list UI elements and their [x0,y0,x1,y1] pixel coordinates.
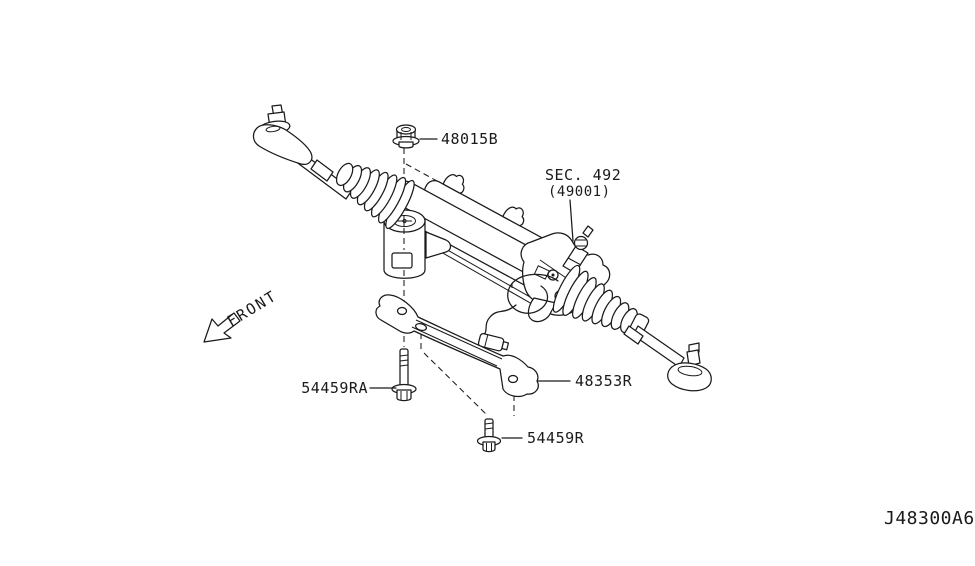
bracket-hole-rear [507,374,519,384]
label-48015B[interactable]: 48015B [441,130,498,148]
ball-stud-base-right [686,349,701,367]
valve-lower-lug [527,297,557,323]
bushing-slot [391,252,413,269]
bracket-hole-front [396,306,408,316]
bolt-rear-head-facets [486,443,492,451]
boot-rib [335,162,354,187]
socket-inner-left [265,125,281,133]
tie-rod-end-body-left [252,124,313,166]
label-sec-492[interactable]: SEC. 492 [545,166,621,184]
front-label: FRONT [224,287,281,331]
left-rod-collar [310,159,334,182]
nut-facets [400,132,412,140]
rack-housing [387,174,562,306]
input-shaft-nub [582,225,594,238]
harness-tail [482,304,517,337]
right-inner-tie-rod [623,325,685,368]
right-rod-collar [623,325,644,345]
harness-loop [507,273,559,314]
bushing-center-cross [397,215,412,227]
front-arrow-icon [203,312,241,343]
leader-section [569,199,574,242]
bolt-front-threads [399,354,409,367]
valve-plate [533,265,550,280]
right-tie-rod-end [667,342,712,392]
input-shaft-ring [567,257,582,266]
bushing-wing [425,231,452,259]
phantom-seg-c2 [423,352,487,415]
bracket-fold-lines [411,319,503,367]
label-48353R[interactable]: 48353R [575,372,633,390]
mount-ear-right [502,206,525,227]
bolt-54459RA [391,348,417,402]
bracket-slot [414,322,428,332]
input-shaft-ball [573,235,589,251]
boot-rib [363,171,389,212]
mounting-bracket [375,294,539,398]
nut-flange-skirt [398,141,414,149]
wire-harness [477,273,559,352]
bolt-rear-head [482,441,496,453]
boot-rib [342,164,363,193]
bolt-front-head-facets [400,391,408,400]
label-54459RA[interactable]: 54459RA [301,379,368,397]
tie-rod-end-body-right [667,362,712,392]
leader-lines [369,138,574,439]
left-tie-rod-end [252,104,313,166]
mount-ear-left [442,174,465,194]
bolt-front-head [396,389,412,402]
front-direction-marker: FRONT [203,287,281,343]
nut-48015B [392,124,420,149]
label-49001[interactable]: (49001) [548,184,611,200]
bolt-54459R [476,418,502,453]
ball-facets [575,239,587,247]
bushing-center-dot [402,218,407,224]
drawing-code: J48300A6 [884,508,975,529]
connector-seam [484,334,489,348]
harness-connector [477,333,510,352]
nut-bore [401,127,411,132]
socket-inner-right [677,365,703,377]
connector-tab [501,341,510,351]
label-54459R[interactable]: 54459R [527,429,585,447]
bolt-rear-threads [484,422,494,430]
nut-top [395,124,417,135]
valve-bolt-dot-1 [551,273,555,277]
right-rod-shaft [632,325,685,368]
left-bellows-boot [335,162,415,230]
